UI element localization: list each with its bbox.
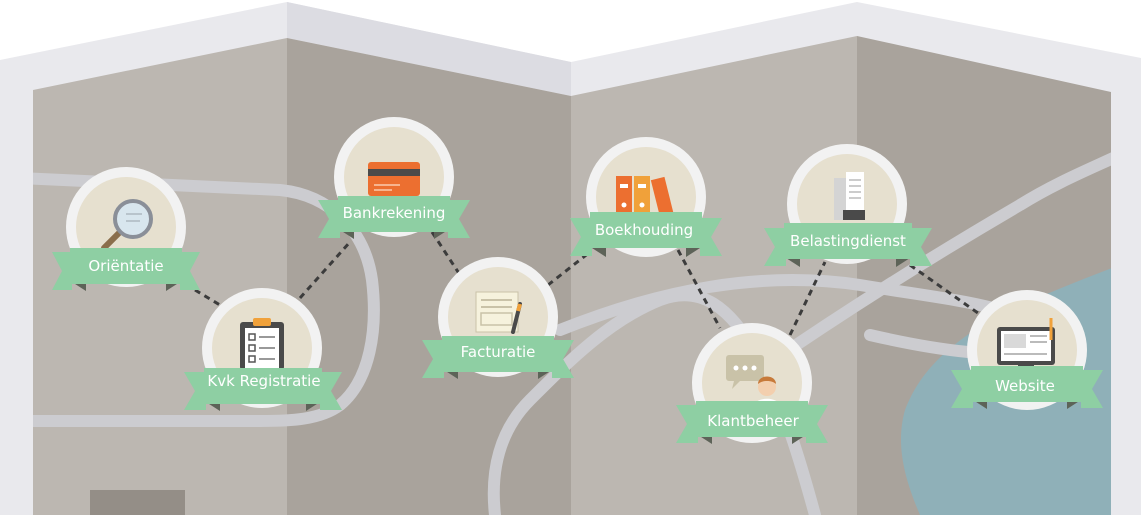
ribbon-bank	[318, 196, 470, 239]
step-bank[interactable]: Bankrekening	[318, 117, 470, 239]
route-path	[194, 231, 986, 336]
step-label: Kvk Registratie	[207, 372, 320, 390]
ribbon-kvk	[184, 368, 342, 411]
step-belasting[interactable]: Belastingdienst	[764, 144, 932, 267]
step-boek[interactable]: Boekhouding	[570, 137, 722, 257]
step-orientatie[interactable]: Oriëntatie	[52, 167, 200, 291]
ribbon-orientatie	[52, 248, 200, 291]
ribbon-factuur	[422, 336, 574, 379]
step-label: Bankrekening	[343, 204, 446, 222]
map-frame-fold-shadow	[287, 2, 571, 96]
invoice-pen-icon	[475, 291, 522, 334]
ribbon-boek	[570, 212, 722, 257]
clipboard-checklist-icon	[240, 318, 284, 370]
step-label: Belastingdienst	[790, 232, 906, 250]
step-label: Facturatie	[461, 343, 536, 361]
step-website[interactable]: Website	[951, 290, 1103, 410]
ribbon-klant	[676, 401, 828, 444]
receipt-stack-icon	[834, 172, 865, 220]
map-building	[90, 490, 185, 515]
magnifier-icon	[101, 199, 153, 251]
step-label: Website	[995, 377, 1055, 395]
step-factuur[interactable]: Facturatie	[422, 257, 574, 379]
ribbon-belasting	[764, 223, 932, 267]
ribbon-website	[951, 366, 1103, 409]
step-label: Boekhouding	[595, 221, 693, 239]
bank-card-icon	[368, 162, 420, 196]
step-label: Oriëntatie	[88, 257, 163, 275]
step-kvk[interactable]: Kvk Registratie	[184, 288, 342, 411]
step-klant[interactable]: Klantbeheer	[676, 323, 828, 444]
step-label: Klantbeheer	[707, 412, 799, 430]
binders-icon	[616, 176, 674, 217]
